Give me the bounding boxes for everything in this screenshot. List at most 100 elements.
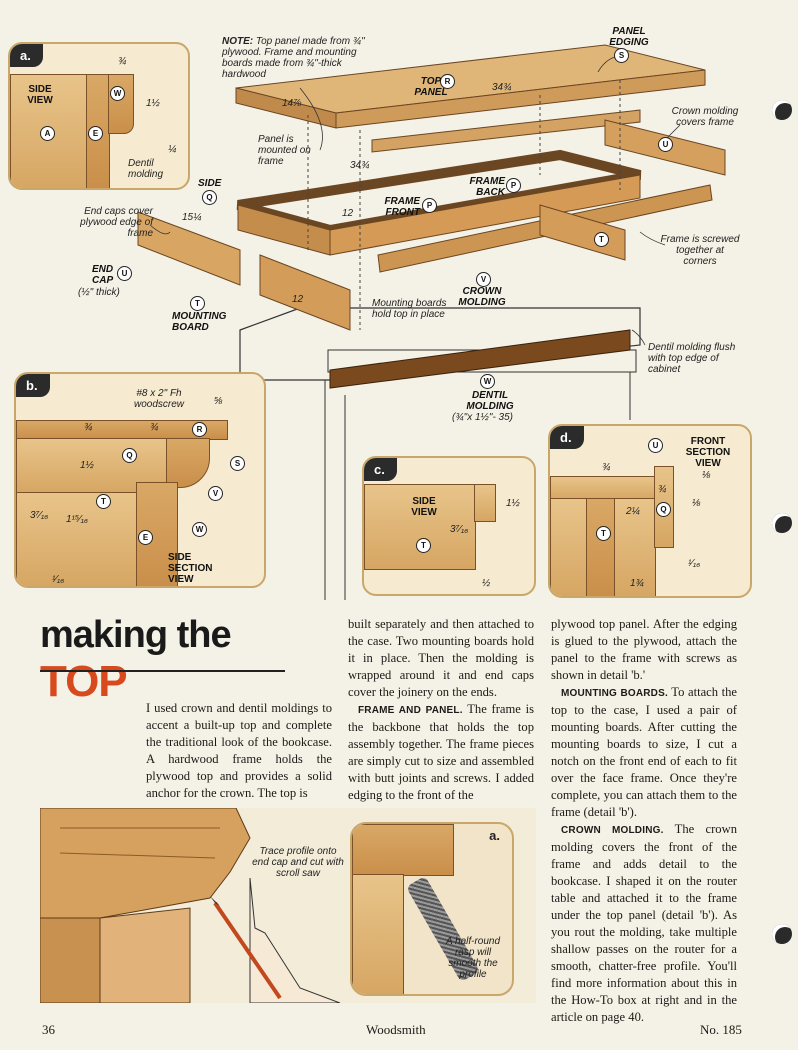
detail-d-dim-3-4-b: ¾ <box>658 484 667 495</box>
column-3: plywood top panel. After the edging is g… <box>551 616 737 1026</box>
detail-d-key-u: U <box>648 438 663 453</box>
detail-a-view: SIDE VIEW <box>27 84 53 106</box>
section-heading: making the TOP <box>40 614 285 706</box>
key-r-top: R <box>440 74 455 89</box>
column-2-para-1: built separately and then attached to th… <box>348 617 534 699</box>
note-label: NOTE: <box>222 36 254 47</box>
key-q-side: Q <box>202 190 217 205</box>
detail-d-dim-2-1-4: 2¼ <box>626 506 640 517</box>
magazine-name: Woodsmith <box>366 1022 426 1037</box>
dentil-size: (¾"x 1½"- 35) <box>452 412 514 423</box>
detail-b-dim-3-7-16: 3⁷⁄₁₆ <box>30 510 49 521</box>
detail-a: a. SIDE VIEW W A E ¾ 1½ ¼ Dentil molding <box>8 42 190 190</box>
binder-hole-middle <box>772 513 792 533</box>
dentil-molding-label: DENTIL MOLDING <box>466 390 514 412</box>
crown-molding-label: CROWN MOLDING <box>458 286 506 308</box>
heading-making: making the <box>40 614 232 656</box>
detail-c-tag: c. <box>364 458 397 481</box>
panel-edging-label: PANEL EDGING <box>609 26 649 48</box>
detail-b-key-e: E <box>138 530 153 545</box>
column-2-para-2: The frame is the backbone that holds the… <box>348 702 535 802</box>
dentil-flush-note: Dentil molding flush with top edge of ca… <box>648 342 736 375</box>
detail-d-left <box>550 498 588 596</box>
page-number: 36 <box>42 1022 55 1037</box>
key-t-right: T <box>594 232 609 247</box>
detail-d-mount <box>586 498 616 596</box>
end-cap-thick: (½" thick) <box>78 287 120 298</box>
detail-a-key-w: W <box>110 86 125 101</box>
key-v-crown: V <box>476 272 491 287</box>
column-3-para-3: The crown molding covers the front of th… <box>551 822 737 1024</box>
column-2: built separately and then attached to th… <box>348 616 534 804</box>
crown-covers-note: Crown molding covers frame <box>671 106 739 128</box>
mounting-hold-note: Mounting boards hold top in place <box>372 298 447 320</box>
detail-b-key-t: T <box>96 494 111 509</box>
inset-stile <box>352 874 404 994</box>
inset-photo: a. A half-round rasp will smooth the pro… <box>350 822 514 996</box>
detail-b-key-s: S <box>230 456 245 471</box>
detail-d-tag: d. <box>550 426 584 449</box>
end-caps-note: End caps cover plywood edge of frame <box>80 206 153 239</box>
end-cap-label: END CAP <box>92 264 114 286</box>
key-p-front: P <box>422 198 437 213</box>
issue-number: No. 185 <box>700 1022 742 1037</box>
detail-b-dim-1-1-2: 1½ <box>80 460 94 471</box>
column-3-heading-mounting: MOUNTING BOARDS. <box>561 688 668 699</box>
detail-c-key-t: T <box>416 538 431 553</box>
detail-b-crown <box>166 438 210 488</box>
detail-d: d. U FRONT SECTION VIEW Q T ¾ ⅛ ¾ ⅛ 2¼ ¹… <box>548 424 752 598</box>
detail-d-dim-1-8-a: ⅛ <box>702 470 711 481</box>
key-w-dentil: W <box>480 374 495 389</box>
detail-a-key-a: A <box>40 126 55 141</box>
detail-a-key-e: E <box>88 126 103 141</box>
key-s-edging: S <box>614 48 629 63</box>
mounting-board-label: MOUNTING BOARD <box>172 311 227 333</box>
detail-a-dim-1-4: ¼ <box>168 144 177 155</box>
detail-b: b. #8 x 2" Fh woodscrew ⅝ ¾ ¾ Q R S V T … <box>14 372 266 588</box>
inset-molding <box>352 824 454 876</box>
trace-note: Trace profile onto end cap and cut with … <box>252 846 344 879</box>
detail-a-dentil-note: Dentil molding <box>128 158 164 180</box>
column-2-heading-frame: FRAME AND PANEL. <box>358 705 463 716</box>
detail-c-tab <box>474 484 496 522</box>
rasp-note: A half-round rasp will smooth the profil… <box>445 936 501 980</box>
dim-15-1-4: 15¼ <box>182 212 202 223</box>
binder-hole-top <box>772 100 792 120</box>
detail-c: c. SIDE VIEW T 1½ 3⁷⁄₁₆ ½ <box>362 456 536 596</box>
dim-12-board: 12 <box>292 294 304 305</box>
frame-back-label: FRAME BACK <box>469 176 505 198</box>
side-label: SIDE <box>198 178 222 189</box>
detail-a-dim-1-1-2: 1½ <box>146 98 160 109</box>
detail-b-view: SIDE SECTION VIEW <box>168 552 213 585</box>
detail-b-key-v: V <box>208 486 223 501</box>
column-3-para-1: plywood top panel. After the edging is g… <box>551 617 737 682</box>
column-3-para-2: To attach the top to the case, I used a … <box>551 685 737 819</box>
heading-top: TOP <box>40 657 128 706</box>
detail-b-dim-3-4-a: ¾ <box>84 422 93 433</box>
detail-d-key-q: Q <box>656 502 671 517</box>
detail-d-key-t: T <box>596 526 611 541</box>
panel-mounted-note: Panel is mounted on frame <box>258 134 311 167</box>
heading-rule <box>40 670 285 672</box>
detail-c-dim-1-1-2: 1½ <box>506 498 520 509</box>
detail-b-key-q: Q <box>122 448 137 463</box>
detail-c-dim-3-7-16: 3⁷⁄₁₆ <box>450 524 469 535</box>
detail-b-mount <box>16 492 138 586</box>
detail-a-dim-3-4: ¾ <box>118 56 127 67</box>
key-t-mount: T <box>190 296 205 311</box>
detail-a-dentil-block <box>108 74 134 134</box>
detail-d-top <box>550 476 662 500</box>
detail-d-dim-1-16: ¹⁄₁₆ <box>688 558 701 569</box>
profile-illustration: Trace profile onto end cap and cut with … <box>40 808 536 1003</box>
frame-front-label: FRAME FRONT <box>384 196 420 218</box>
detail-c-dim-1-2: ½ <box>482 578 491 589</box>
detail-c-view: SIDE VIEW <box>411 496 437 518</box>
detail-b-screw: #8 x 2" Fh woodscrew <box>133 388 185 410</box>
key-u-endcap: U <box>117 266 132 281</box>
detail-b-tag: b. <box>16 374 50 397</box>
dim-34-3-4-frame: 34¾ <box>350 160 370 171</box>
column-3-heading-crown: CROWN MOLDING. <box>561 825 664 836</box>
column-1: I used crown and dentil moldings to acce… <box>146 700 332 802</box>
detail-b-key-w: W <box>192 522 207 537</box>
